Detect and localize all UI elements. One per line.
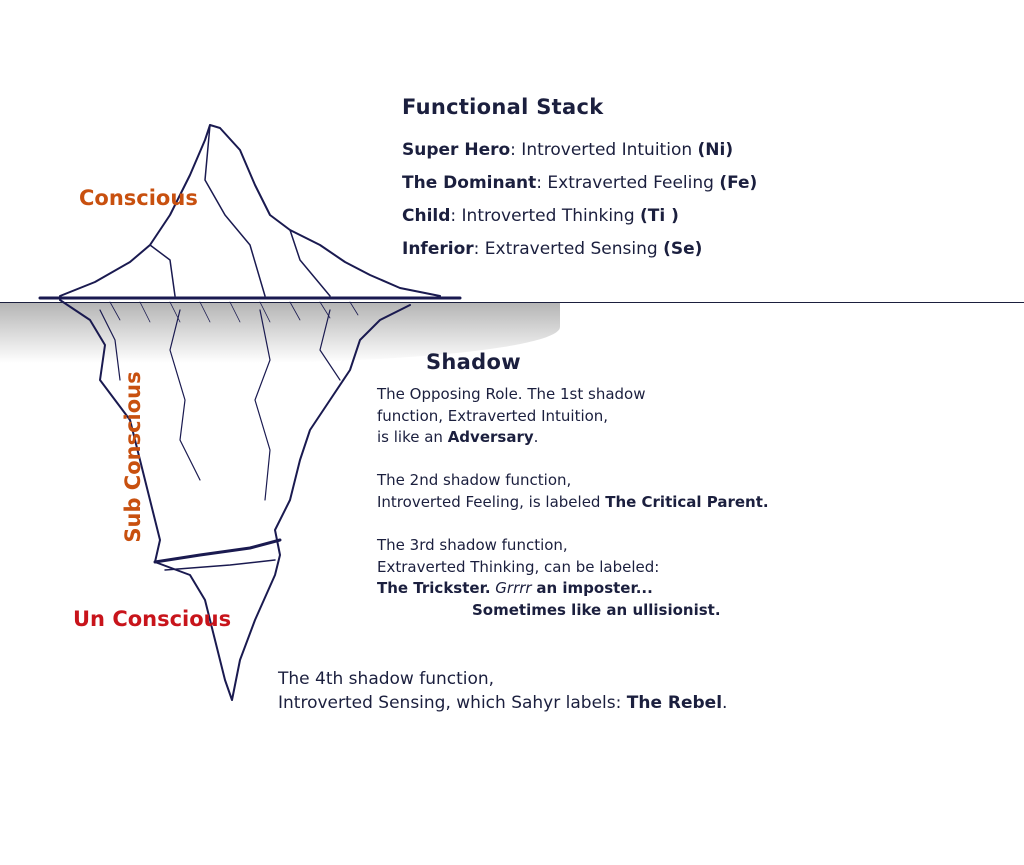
functional-stack-title: Functional Stack [402, 95, 604, 119]
shadow-paragraph-3: The 3rd shadow function, Extraverted Thi… [377, 535, 721, 621]
text-run: is like an [377, 428, 448, 446]
stack-function: : Extraverted Sensing [473, 239, 664, 259]
stack-role: Inferior [402, 239, 474, 259]
stack-function: : Introverted Thinking [450, 206, 641, 226]
shadow-paragraph-1: The Opposing Role. The 1st shadow functi… [377, 384, 645, 449]
text-line: The 2nd shadow function, [377, 471, 572, 489]
conscious-label: Conscious [79, 186, 198, 210]
text-run: Introverted Sensing, which Sahyr labels: [278, 693, 627, 713]
text-line: The 3rd shadow function, [377, 536, 568, 554]
text-line: Introverted Feeling, is labeled The Crit… [377, 492, 769, 514]
text-run: Grrrr [490, 579, 537, 597]
text-run: Introverted Feeling, is labeled [377, 492, 606, 511]
text-run: . [722, 693, 728, 713]
stack-code: (Ti ) [640, 206, 679, 226]
stack-function: : Extraverted Feeling [536, 173, 720, 193]
subconscious-label: Sub Conscious [121, 371, 145, 543]
text-line: Extraverted Thinking, can be labeled: [377, 557, 660, 576]
stack-item: Super Hero: Introverted Intuition (Ni) [402, 134, 757, 167]
functional-stack-list: Super Hero: Introverted Intuition (Ni) T… [402, 134, 757, 266]
role-name: The Rebel [626, 693, 723, 713]
stack-role: Child [402, 206, 451, 226]
unconscious-label: Un Conscious [73, 607, 232, 631]
text-line: The Trickster. Grrrr an imposter... [377, 578, 721, 600]
text-line: The Opposing Role. The 1st shadow [377, 385, 646, 403]
shadow-title: Shadow [426, 350, 521, 374]
stack-item: The Dominant: Extraverted Feeling (Fe) [402, 167, 757, 200]
stack-role: The Dominant [402, 173, 537, 193]
stack-item: Inferior: Extraverted Sensing (Se) [402, 233, 757, 266]
text-line: Sometimes like an ullisionist. [472, 600, 721, 619]
stack-item: Child: Introverted Thinking (Ti ) [402, 200, 757, 233]
stack-function: : Introverted Intuition [510, 140, 698, 160]
text-line: function, Extraverted Intuition, [377, 406, 609, 425]
role-name: The Critical Parent. [605, 492, 769, 511]
text-run: . [533, 428, 539, 446]
iceberg-underwater [59, 299, 411, 701]
stack-code: (Fe) [719, 173, 758, 193]
stack-code: (Ni) [697, 140, 734, 160]
stack-role: Super Hero [402, 140, 511, 160]
text-line: is like an Adversary. [377, 427, 645, 449]
stack-code: (Se) [663, 239, 703, 259]
role-name: Adversary [447, 428, 534, 446]
iceberg-tip [59, 124, 441, 297]
role-name: The Trickster. [377, 579, 491, 597]
shadow-paragraph-2: The 2nd shadow function, Introverted Fee… [377, 470, 769, 513]
water-line [0, 302, 1024, 303]
text-run: an imposter... [536, 579, 653, 597]
shadow-paragraph-4: The 4th shadow function, Introverted Sen… [278, 667, 727, 715]
text-line: Introverted Sensing, which Sahyr labels:… [278, 691, 727, 715]
text-line: The 4th shadow function, [278, 669, 495, 689]
